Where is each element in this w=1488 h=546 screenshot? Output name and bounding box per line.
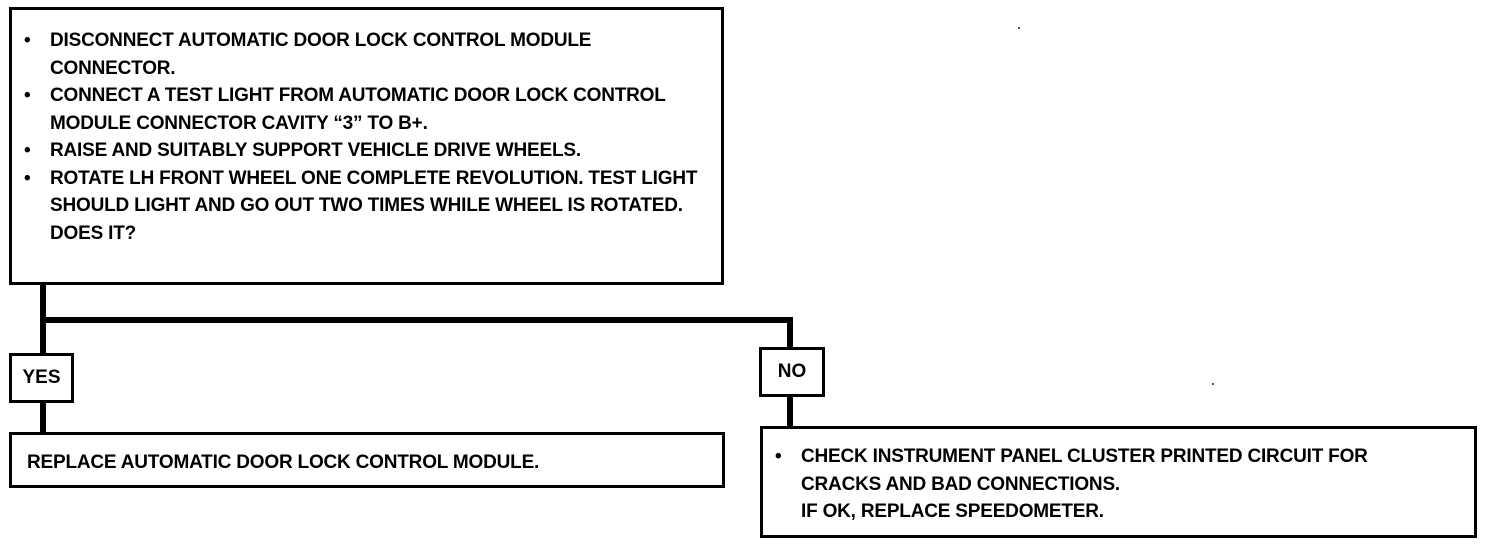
decision-question: DOES IT? — [50, 222, 137, 244]
decision-box: DISCONNECT AUTOMATIC DOOR LOCK CONTROL M… — [9, 7, 724, 285]
no-steps: CHECK INSTRUMENT PANEL CLUSTER PRINTED C… — [763, 443, 1474, 498]
decision-step: DISCONNECT AUTOMATIC DOOR LOCK CONTROL M… — [12, 27, 670, 82]
scan-speck — [1018, 27, 1020, 29]
decision-step: RAISE AND SUITABLY SUPPORT VEHICLE DRIVE… — [12, 137, 720, 165]
no-label: NO — [759, 347, 825, 397]
no-followup: IF OK, REPLACE SPEEDOMETER. — [801, 501, 1104, 522]
scan-speck — [1212, 383, 1214, 385]
no-action-box: CHECK INSTRUMENT PANEL CLUSTER PRINTED C… — [760, 426, 1477, 538]
decision-step: ROTATE LH FRONT WHEEL ONE COMPLETE REVOL… — [12, 165, 715, 220]
yes-label: YES — [9, 353, 74, 403]
no-step: CHECK INSTRUMENT PANEL CLUSTER PRINTED C… — [763, 443, 1441, 498]
decision-steps: DISCONNECT AUTOMATIC DOOR LOCK CONTROL M… — [12, 27, 721, 220]
yes-action-text: REPLACE AUTOMATIC DOOR LOCK CONTROL MODU… — [27, 452, 540, 473]
decision-step: CONNECT A TEST LIGHT FROM AUTOMATIC DOOR… — [12, 82, 670, 137]
yes-action-box: REPLACE AUTOMATIC DOOR LOCK CONTROL MODU… — [9, 432, 725, 488]
